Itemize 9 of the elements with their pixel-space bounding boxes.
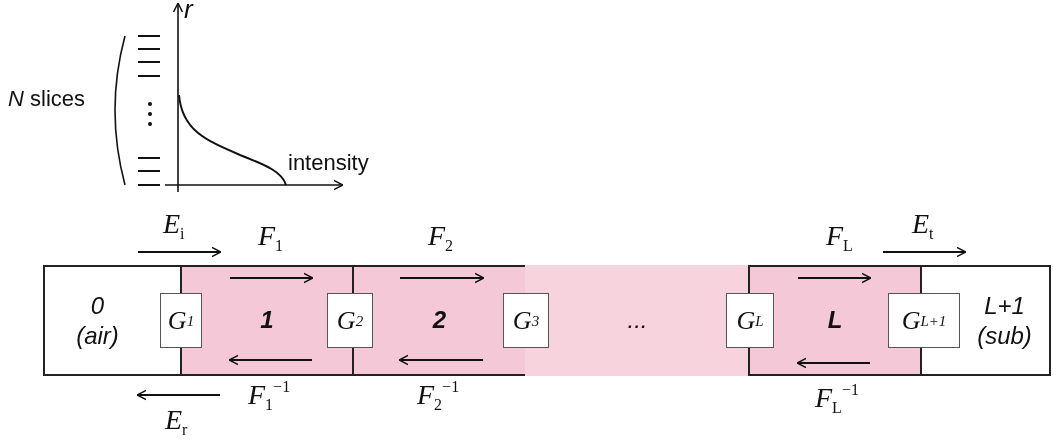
annotation-label: N slices [8,86,85,112]
axis-label: r [184,0,193,25]
symbol-label: E$_{i}$ [163,208,185,243]
symbol-label: F$_{1}$ [258,220,284,255]
symbol-label: E$_{t}$ [912,208,934,243]
symbol-label: E$_{r}$ [165,404,188,439]
axis-label: intensity [288,150,369,176]
symbol-label: F$_{L}$ [826,220,853,255]
symbol-label: F$_{2}$ [428,220,454,255]
